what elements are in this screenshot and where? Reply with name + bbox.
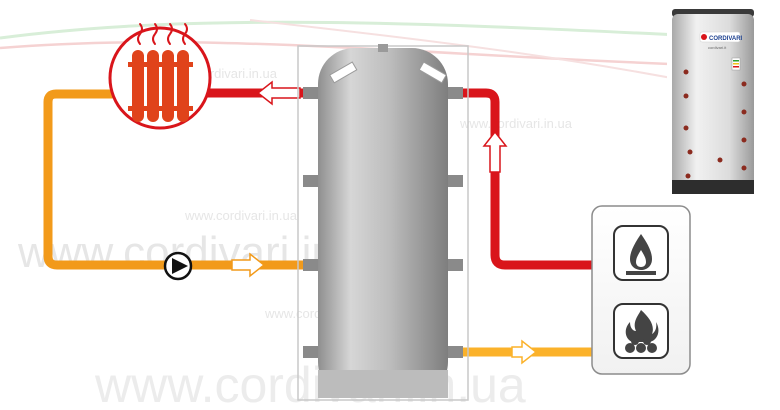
watermark-small-2: www.cordivari.in.ua [459,116,573,131]
product-model-label: cordivari.it [708,45,727,50]
solid-fuel-boiler-icon [613,303,669,359]
radiator-icon [108,23,212,130]
pump-icon [163,251,193,281]
heat-source-box [591,205,691,375]
gas-burner-icon [613,225,669,281]
flow-arrow-up-red [482,130,508,173]
radiator-return-pipe [43,89,305,270]
flow-arrow-left-top [256,80,301,106]
buffer-tank [297,44,469,401]
watermark-bottom: www.cordivari.in.ua [94,357,526,410]
watermark-group: www.cordivari.in.ua www.cordivari.in.ua … [17,66,573,410]
product-brand-label: CORDIVARI [709,36,743,42]
watermark-small-4: www.cordivari.in.ua [184,208,298,223]
flow-arrow-right-orange [231,252,266,278]
flow-arrow-right-yellow [511,339,538,365]
product-photo: CORDIVARI cordivari.it [667,5,780,195]
boiler-flow-pipe [460,88,592,270]
